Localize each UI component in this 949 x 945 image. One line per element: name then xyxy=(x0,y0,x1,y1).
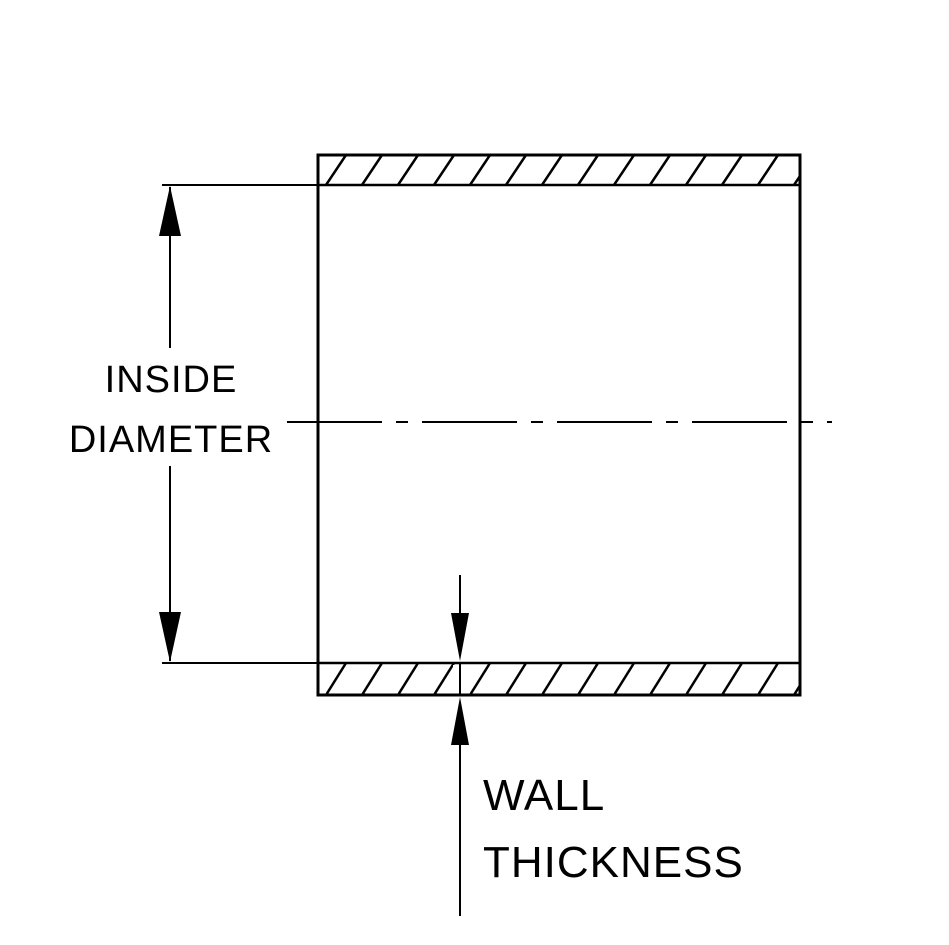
inside-diameter-label-backdrop xyxy=(62,348,278,466)
wall-thickness-label-line1: WALL xyxy=(483,771,605,820)
wall-thickness-arrow-down xyxy=(451,613,469,661)
top-wall-hatch xyxy=(318,155,800,185)
wall-thickness-arrow-up xyxy=(451,697,469,745)
inside-diameter-label-line1: INSIDE xyxy=(105,359,238,401)
drawing-linework xyxy=(162,153,832,916)
tube-body-outline xyxy=(316,153,802,697)
arrows-and-labels: INSIDE DIAMETER WALL THICKNESS xyxy=(69,186,744,887)
inside-diameter-label-line2: DIAMETER xyxy=(69,419,273,461)
bottom-wall-hatch xyxy=(318,663,800,695)
inside-diameter-arrow-down xyxy=(159,612,181,662)
inside-diameter-arrow-up xyxy=(159,186,181,236)
wall-thickness-label-line2: THICKNESS xyxy=(483,838,744,887)
